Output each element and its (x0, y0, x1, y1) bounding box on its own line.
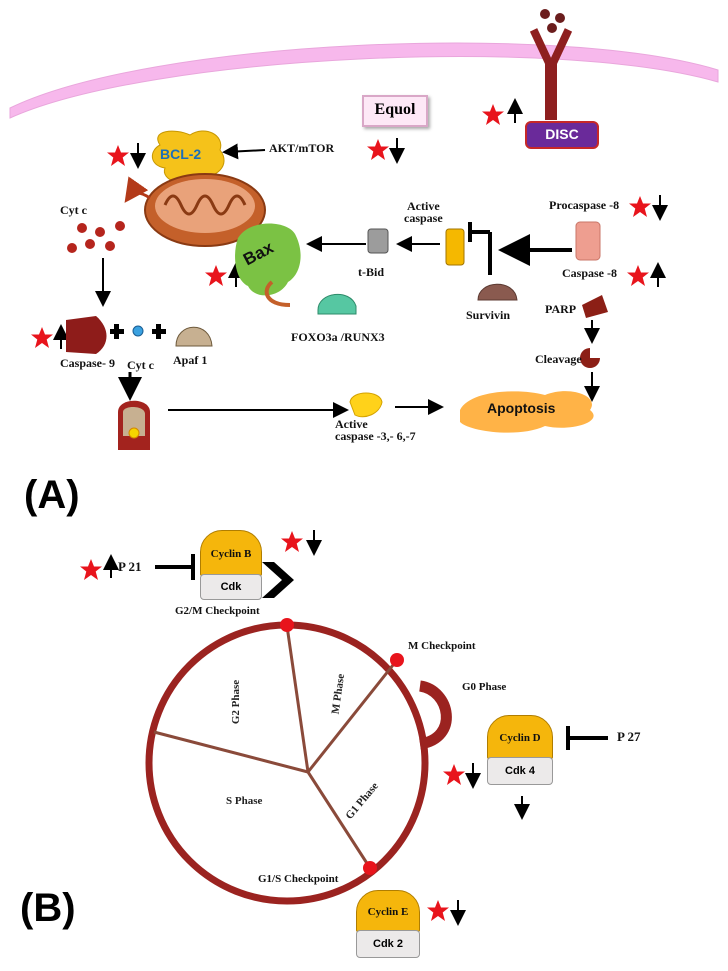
p27-label: P 27 (617, 729, 641, 744)
apaf1-icon (175, 326, 213, 347)
g2m-checkpoint-label: G2/M Checkpoint (175, 605, 260, 617)
active-caspase-icon (445, 228, 465, 266)
caspase9-icon (66, 316, 107, 354)
cyt-c-molecules-icon (67, 221, 125, 253)
cdk-box: Cdk (200, 574, 262, 600)
cyt-c-top-label: Cyt c (60, 203, 87, 217)
procaspase8-label: Procaspase -8 (549, 198, 620, 212)
death-receptor-icon (529, 9, 573, 120)
cyt-c-label: Cyt c (127, 358, 154, 372)
m-checkpoint-label: M Checkpoint (408, 640, 476, 652)
foxo3a-runx3-icon (317, 293, 357, 315)
star-up-bax-icon (205, 262, 244, 287)
cyclin-e-box: Cyclin E (356, 890, 420, 932)
apoptosome-icon (118, 400, 150, 450)
chevron-icon (262, 562, 294, 598)
star-down-cdk4-icon (443, 763, 481, 789)
apoptosis-blob (460, 391, 594, 433)
active-caspase-label: Active caspase (404, 199, 443, 225)
star-up-caspase9-icon (31, 324, 69, 349)
cleavage-label: Cleavage (535, 352, 582, 366)
star-up-caspase8-icon (627, 262, 666, 287)
bcl2-blob (151, 130, 225, 184)
panel-a-tag: (A) (24, 473, 80, 517)
cyt-c-dot-icon (132, 325, 144, 337)
equol-box: Equol (362, 95, 428, 127)
survivin-label: Survivin (466, 308, 511, 322)
cleaved-parp-icon (580, 348, 600, 368)
cell-membrane (9, 42, 719, 119)
caspase8-label: Caspase -8 (562, 266, 618, 280)
p21-label: P 21 (118, 559, 142, 574)
star-up-p21-icon (80, 554, 119, 580)
cyclin-b-box: Cyclin B (200, 530, 262, 576)
cdk4-box: Cdk 4 (487, 757, 553, 785)
star-up-disc-icon (482, 98, 523, 125)
star-down-equol-icon (367, 138, 405, 164)
akt-mtor-label: AKT/mTOR (269, 141, 335, 155)
star-down-procaspase8-icon (629, 195, 668, 221)
panel-b-tag: (B) (20, 886, 76, 930)
t-bid-icon (367, 228, 389, 254)
disc-badge: DISC (525, 121, 599, 149)
bcl2-label: BCL-2 (160, 146, 202, 162)
s-phase-label: S Phase (226, 795, 263, 807)
star-down-bcl2-icon (107, 143, 146, 169)
g0-phase-label: G0 Phase (462, 681, 507, 693)
parp-icon (582, 295, 608, 318)
cdk2-box: Cdk 2 (356, 930, 420, 958)
g2-phase-label: G2 Phase (230, 679, 243, 725)
g1s-checkpoint-label: G1/S Checkpoint (258, 873, 339, 885)
parp-label: PARP (545, 302, 577, 316)
active-caspase-367-icon (349, 392, 383, 418)
bax-blob (235, 223, 301, 296)
star-down-cycline-icon (427, 900, 466, 926)
cyclin-d-box: Cyclin D (487, 715, 553, 759)
apoptosis-label: Apoptosis (487, 400, 556, 416)
foxo-label: FOXO3a /RUNX3 (291, 330, 385, 344)
cell-cycle-ring (145, 621, 429, 905)
procaspase8-icon (575, 221, 601, 261)
survivin-icon (477, 283, 518, 301)
caspase9-label: Caspase- 9 (60, 356, 116, 370)
star-down-cyclinb-icon (281, 530, 322, 556)
apaf1-label: Apaf 1 (173, 353, 208, 367)
t-bid-label: t-Bid (358, 265, 385, 279)
active-caspase-367-label: Active caspase -3,- 6,-7 (335, 417, 416, 443)
checkpoint-dots-icon (280, 618, 404, 875)
g0-arc-icon (418, 680, 452, 750)
plus-icon (110, 324, 166, 339)
mitochondrion-icon (144, 173, 266, 247)
